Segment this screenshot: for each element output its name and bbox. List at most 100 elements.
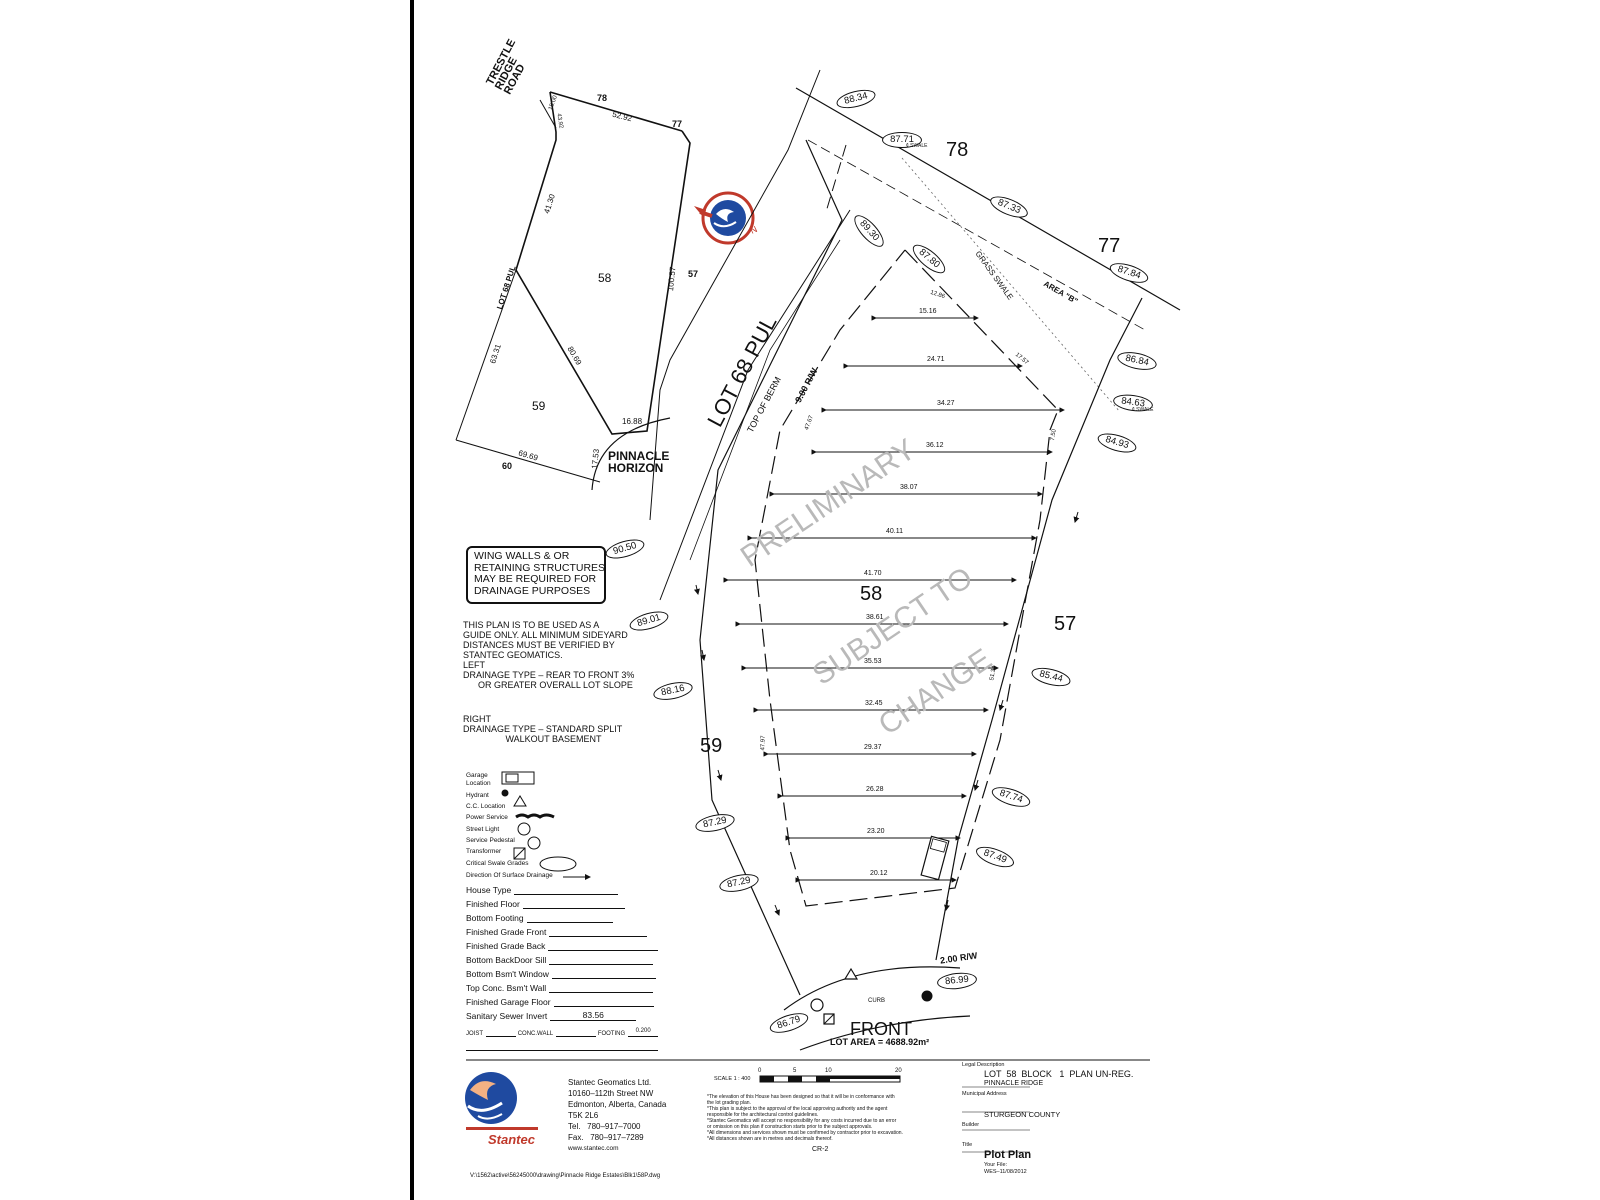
width-dimension-label: 32.45 bbox=[865, 700, 883, 707]
scale-tick-20: 20 bbox=[895, 1068, 902, 1074]
right-line: DRAINAGE TYPE – STANDARD SPLIT bbox=[463, 724, 623, 734]
swale-tag-2: ¢ SWALE bbox=[1132, 407, 1154, 413]
your-file: Your File: bbox=[984, 1162, 1008, 1168]
note-line: MAY BE REQUIRED FOR bbox=[474, 573, 597, 585]
guide-line: STANTEC GEOMATICS. bbox=[463, 650, 563, 660]
builder-label: Builder bbox=[962, 1122, 980, 1128]
key-map-lot-59: 59 bbox=[532, 399, 546, 413]
disclaimer-line: *This plan is subject to the approval of… bbox=[707, 1106, 888, 1112]
disclaimer-line: *Stantec Geomatics will accept no respon… bbox=[707, 1118, 897, 1124]
key-map bbox=[455, 91, 691, 491]
guide-line: THIS PLAN IS TO BE USED AS A bbox=[463, 620, 600, 630]
note-line: DRAINAGE PURPOSES bbox=[474, 584, 591, 597]
legal-description-label: Legal Description bbox=[962, 1062, 1005, 1068]
sewer-invert-value: 83.56 bbox=[550, 1011, 637, 1021]
field-blank bbox=[466, 1041, 658, 1051]
company-postal: T5K 2L6 bbox=[568, 1111, 599, 1120]
company-address-1: 10160–112th Street NW bbox=[568, 1089, 654, 1098]
file-path: V:\1562\active\56245000\drawing\Pinnacle… bbox=[470, 1173, 661, 1179]
pul-boundary-inner bbox=[659, 209, 851, 601]
page-border-line bbox=[410, 0, 414, 1200]
key-map-lot60-line bbox=[455, 439, 601, 483]
municipal-address-label: Municipal Address bbox=[962, 1091, 1007, 1097]
width-dimension-label: 34.27 bbox=[937, 400, 955, 407]
width-dimension-label: 41.70 bbox=[864, 570, 882, 577]
drainage-arrows bbox=[693, 511, 1080, 916]
grass-swale-line bbox=[901, 157, 1121, 413]
guide-line: DRAINAGE TYPE – REAR TO FRONT 3% bbox=[463, 670, 635, 680]
right-drainage-note: RIGHT DRAINAGE TYPE – STANDARD SPLIT WAL… bbox=[463, 714, 622, 744]
side-dim-6: 47.97 bbox=[760, 735, 767, 751]
svg-text:N: N bbox=[749, 224, 759, 236]
main-lot-59: 59 bbox=[700, 735, 723, 757]
grade-ellipse: 87.71 bbox=[882, 132, 922, 148]
note-line: WING WALLS & OR bbox=[474, 550, 570, 562]
legend-drainage: Direction Of Surface Drainage bbox=[466, 872, 553, 879]
north-arrow: N bbox=[694, 191, 759, 245]
key-map-lot58-boundary bbox=[515, 91, 691, 435]
main-lot-57: 57 bbox=[1054, 613, 1077, 635]
width-dimension-label: 15.16 bbox=[919, 308, 937, 315]
key-map-lot-60: 60 bbox=[502, 461, 513, 471]
company-fax: Fax. 780–917–7289 bbox=[568, 1133, 644, 1142]
field-garage-floor: Finished Garage Floor bbox=[466, 997, 654, 1007]
wing-walls-note: WING WALLS & OR RETAINING STRUCTURES MAY… bbox=[466, 546, 606, 604]
sheet-code: CR-2 bbox=[812, 1146, 829, 1153]
key-map-lot59-line bbox=[455, 269, 517, 441]
swale-tag-1: ¢ SWALE bbox=[906, 143, 928, 149]
field-grade-back: Finished Grade Back bbox=[466, 941, 659, 951]
stantec-logo bbox=[465, 1072, 538, 1130]
width-dimension-label: 20.12 bbox=[870, 870, 888, 877]
disclaimer-line: *All dimensions and services shown must … bbox=[707, 1130, 903, 1136]
width-dimension-label: 38.07 bbox=[900, 484, 918, 491]
key-map-lot-78: 78 bbox=[597, 93, 608, 103]
front-label: FRONT bbox=[850, 1019, 912, 1039]
width-dimension-label: 35.53 bbox=[864, 658, 882, 665]
key-map-lot-77: 77 bbox=[672, 119, 683, 129]
scale-tick-10: 10 bbox=[825, 1068, 832, 1074]
pul-boundary-outer bbox=[649, 69, 821, 521]
lot58-right-boundary bbox=[935, 297, 1143, 961]
scale-tick-5: 5 bbox=[793, 1068, 797, 1074]
disclaimer-line: the lot grading plan. bbox=[707, 1100, 751, 1106]
legend-garage: Garage bbox=[466, 772, 488, 779]
field-grade-front: Finished Grade Front bbox=[466, 927, 648, 937]
key-map-dim-7: 16.88 bbox=[622, 417, 643, 426]
key-map-lot-57: 57 bbox=[688, 269, 699, 279]
scale-tick-0: 0 bbox=[758, 1068, 762, 1074]
title-block-lines bbox=[466, 1059, 1150, 1153]
key-map-road-pinnacle: PINNACLE HORIZON bbox=[608, 449, 670, 475]
disclaimer-line: responsible for the architectural contro… bbox=[707, 1112, 819, 1118]
legend-cc: C.C. Location bbox=[466, 803, 506, 810]
footing-value: 0.200 bbox=[628, 1027, 659, 1037]
key-map-cul-de-sac bbox=[591, 417, 671, 491]
guide-note: THIS PLAN IS TO BE USED AS A GUIDE ONLY.… bbox=[463, 620, 634, 690]
note-line: RETAINING STRUCTURES bbox=[474, 561, 606, 574]
lot58-left-dashed bbox=[825, 144, 847, 213]
guide-line: OR GREATER OVERALL LOT SLOPE bbox=[463, 680, 633, 690]
disclaimer-notes: *The elevation of this House has been de… bbox=[707, 1094, 922, 1142]
field-house-type: House Type bbox=[466, 885, 619, 895]
drawing-ref: WES–11/08/2012 bbox=[984, 1169, 1027, 1175]
key-map-rear-line bbox=[549, 91, 683, 132]
width-dimension-label: 26.28 bbox=[866, 786, 884, 793]
company-tel: Tel. 780–917–7000 bbox=[568, 1122, 641, 1131]
company-info: Stantec Geomatics Ltd. 10160–112th Stree… bbox=[568, 1077, 666, 1154]
lot-area-label: LOT AREA = 4688.92m² bbox=[830, 1037, 930, 1047]
vehicle-icon bbox=[920, 835, 950, 881]
company-web: www.stantec.com bbox=[568, 1145, 619, 1152]
building-envelope bbox=[754, 249, 1059, 907]
guide-line: GUIDE ONLY. ALL MINIMUM SIDEYARD bbox=[463, 630, 628, 640]
curb-label: CURB bbox=[868, 998, 886, 1004]
field-bottom-footing: Bottom Footing bbox=[466, 913, 613, 923]
municipal-address: STURGEON COUNTY bbox=[984, 1110, 1061, 1119]
width-dimension-label: 38.61 bbox=[866, 614, 884, 621]
legend-location: Location bbox=[466, 780, 491, 787]
title-label: Title bbox=[962, 1142, 973, 1148]
subdivision-name: PINNACLE RIDGE bbox=[984, 1080, 1044, 1087]
width-dimension-label: 40.11 bbox=[886, 528, 903, 535]
main-lot-58: 58 bbox=[860, 583, 883, 605]
legend-hydrant: Hydrant bbox=[466, 792, 489, 799]
